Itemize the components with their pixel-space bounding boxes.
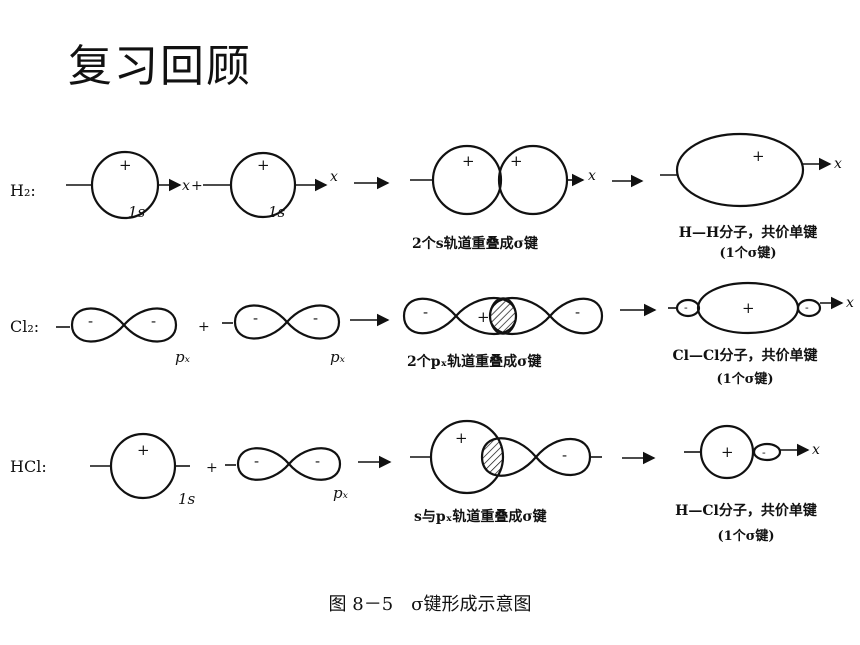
figure-caption: 图 8－5 σ键形成示意图 [328, 594, 532, 615]
axis-label: x [846, 295, 854, 311]
phase-sign: + [257, 156, 270, 174]
molecule-label-cl2: Cl₂: [10, 317, 39, 336]
small-lobe [752, 442, 782, 462]
phase-sign: + [119, 156, 132, 174]
overlap-caption-hcl: s与pₓ轨道重叠成σ键 [414, 509, 547, 525]
overlap-caption-h2: 2个s轨道重叠成σ键 [412, 236, 538, 252]
phase-sign: + [752, 147, 765, 165]
phase-sign: - [423, 303, 428, 321]
overlap-region [489, 297, 517, 335]
overlap-region [482, 438, 503, 476]
phase-sign: + [510, 152, 523, 170]
orbital-label-1s: 1s [128, 203, 146, 221]
phase-sign: - [313, 309, 318, 327]
phase-sign: - [684, 301, 688, 314]
phase-sign: - [762, 446, 766, 459]
phase-sign: + [455, 429, 468, 447]
phase-sign: - [562, 446, 567, 464]
overlap-caption-cl2: 2个pₓ轨道重叠成σ键 [407, 354, 542, 370]
result-caption-hcl-line1: H—Cl分子，共价单键 [675, 503, 817, 519]
orbital-label-px: pₓ [333, 484, 349, 502]
plus-sign: + [198, 319, 210, 335]
result-caption-cl2-line2: (1个σ键) [716, 372, 774, 387]
molecule-label-h2: H₂: [10, 181, 36, 200]
phase-sign: - [315, 452, 320, 470]
axis-label: x [182, 178, 190, 194]
axis-label: x [330, 169, 338, 185]
result-caption-cl2-line1: Cl—Cl分子，共价单键 [672, 348, 818, 364]
phase-sign: - [254, 452, 259, 470]
phase-sign: + [477, 308, 490, 326]
orbital-label-px: pₓ [175, 348, 191, 366]
row-h2: H₂: + x + 1s + x 1s + + x + x [10, 132, 842, 221]
phase-sign: - [151, 312, 156, 330]
phase-sign: - [575, 303, 580, 321]
plus-sign: + [206, 460, 218, 476]
axis-label: x [588, 168, 596, 184]
p-orbital-cl [236, 447, 342, 481]
phase-sign: + [742, 299, 755, 317]
p-orbital-1 [70, 307, 178, 343]
phase-sign: - [253, 309, 258, 327]
result-caption-h2-line1: H—H分子，共价单键 [678, 225, 818, 241]
result-caption-hcl-line2: (1个σ键) [717, 529, 775, 544]
phase-sign: + [137, 441, 150, 459]
page-title: 复习回顾 [68, 41, 252, 92]
row-cl2: Cl₂: - - pₓ + - - pₓ - + - - + - x [10, 281, 854, 366]
phase-sign: + [721, 443, 734, 461]
result-caption-h2-line2: (1个σ键) [719, 246, 777, 261]
small-lobe-left [675, 298, 701, 318]
axis-label: x [812, 442, 820, 458]
phase-sign: - [805, 301, 809, 314]
plus-sign: + [191, 178, 203, 194]
orbital-label-1s: 1s [178, 490, 196, 508]
p-orbital-2 [233, 304, 341, 340]
small-lobe-right [796, 298, 822, 318]
axis-label: x [834, 156, 842, 172]
orbital-label-px: pₓ [330, 348, 346, 366]
phase-sign: - [88, 312, 93, 330]
row-hcl: HCl: + 1s + - - pₓ + - + - x [10, 419, 820, 508]
molecule-label-hcl: HCl: [10, 457, 47, 476]
phase-sign: + [462, 152, 475, 170]
orbital-label-1s: 1s [268, 203, 286, 221]
h2-molecular-orbital [675, 132, 805, 208]
